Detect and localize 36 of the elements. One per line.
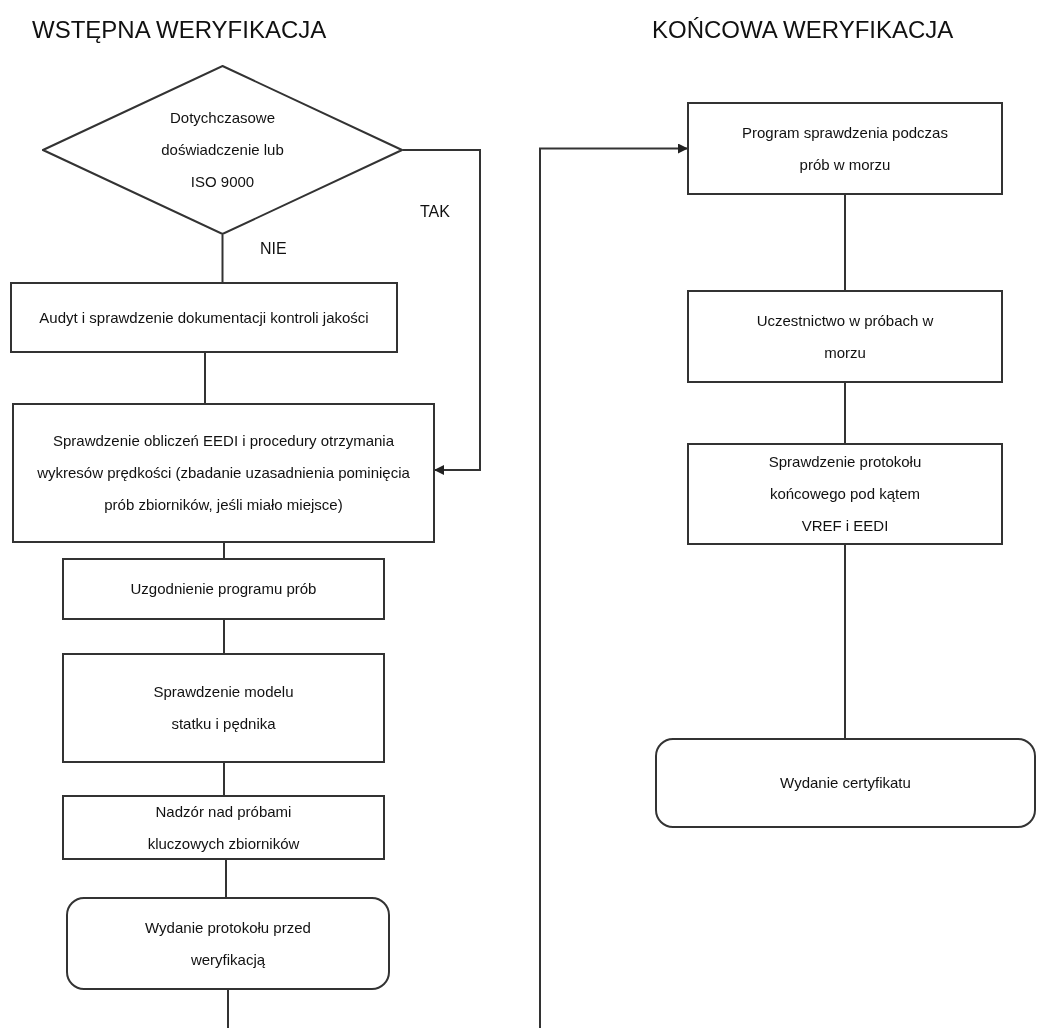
- connector-line: [844, 544, 846, 739]
- connector-line: [223, 542, 225, 559]
- node-text: Program sprawdzenia podczas prób w morzu: [741, 122, 949, 175]
- connector-line: [844, 194, 846, 291]
- process-box: [12, 403, 435, 543]
- node-text: Sprawdzenie obliczeń EEDI i procedury otrzymania wykresów prędkości (zbadanie uzasadnienia pominięcia prób zbiorników, jeśli miało miejsce): [36, 431, 411, 515]
- connector-line: [223, 762, 225, 796]
- node-text: Uczestnictwo w próbach w morzu: [755, 310, 935, 363]
- process-box: [62, 653, 385, 763]
- node-text: Wydanie certyfikatu: [780, 773, 911, 793]
- node-text: Dotychczasowe doświadczenie lub ISO 9000: [160, 108, 285, 192]
- connector-line: [221, 234, 224, 283]
- process-box: [687, 102, 1003, 195]
- arrow: [539, 143, 688, 1028]
- node-text: Sprawdzenie modelu statku i pędnika: [152, 682, 295, 734]
- process-box: [10, 282, 398, 353]
- process-box: [62, 795, 385, 860]
- connector-line: [225, 859, 227, 898]
- connector-line: [223, 619, 225, 654]
- terminal-box: [655, 738, 1036, 828]
- connector-line: [204, 352, 206, 404]
- node-text: Nadzór nad próbami kluczowych zbiorników: [146, 801, 301, 854]
- node-text: Wydanie protokołu przed weryfikacją: [144, 917, 312, 970]
- node-text: Audyt i sprawdzenie dokumentacji kontroli jakości: [39, 307, 369, 328]
- connector-line: [227, 989, 229, 1028]
- connector-line: [844, 382, 846, 444]
- section-heading: KOŃCOWA WERYFIKACJA: [652, 16, 954, 44]
- terminal-box: [66, 897, 390, 990]
- process-box: [687, 290, 1003, 383]
- process-box: [62, 558, 385, 620]
- process-box: [687, 443, 1003, 545]
- node-text: Sprawdzenie protokołu końcowego pod kątem VREF i EEDI: [767, 452, 923, 536]
- section-heading: WSTĘPNA WERYFIKACJA: [32, 16, 327, 44]
- arrow: [402, 149, 481, 475]
- decision-diamond: [42, 65, 403, 235]
- node-text: Uzgodnienie programu prób: [130, 579, 317, 599]
